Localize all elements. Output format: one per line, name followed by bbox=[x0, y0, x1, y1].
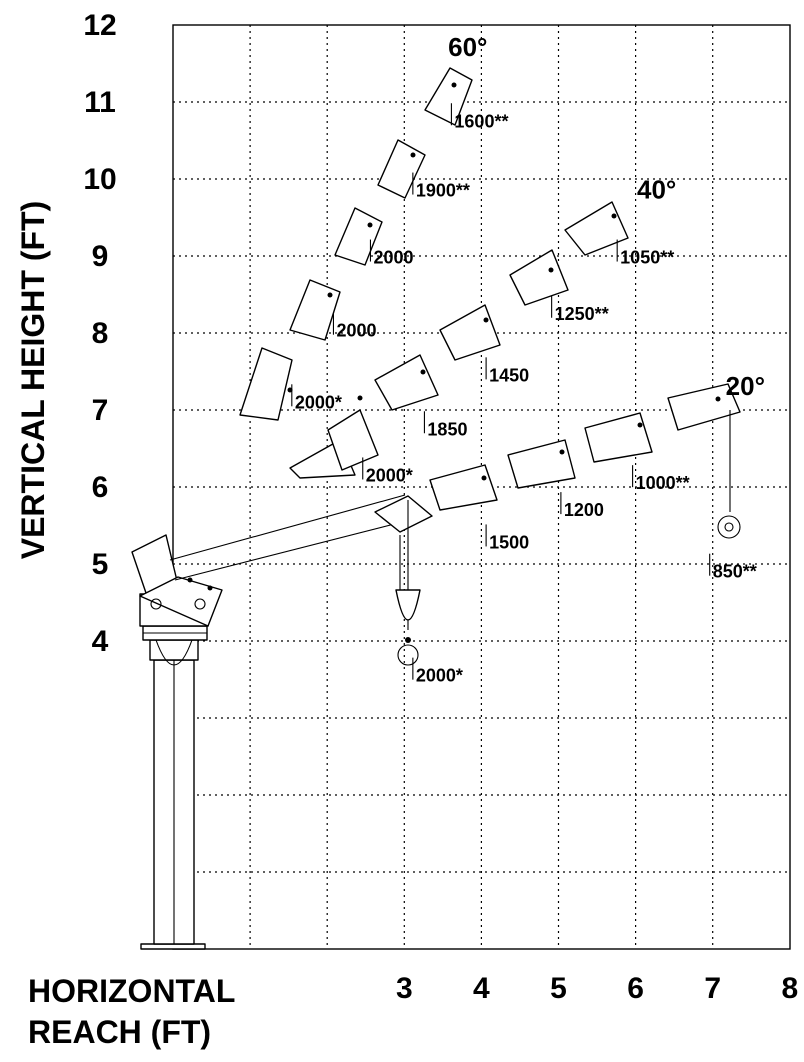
boom-angle-label: 20° bbox=[726, 371, 765, 401]
x-axis-title-line2: REACH (FT) bbox=[28, 1014, 211, 1050]
x-tick-label: 4 bbox=[473, 972, 490, 1005]
x-tick-label: 6 bbox=[627, 972, 644, 1005]
y-tick-label: 7 bbox=[92, 394, 109, 427]
y-tick-label: 12 bbox=[83, 9, 116, 42]
x-tick-labels: 3 4 5 6 7 8 bbox=[396, 972, 798, 1005]
y-axis-title: VERTICAL HEIGHT (FT) bbox=[15, 201, 51, 560]
y-tick-label: 11 bbox=[84, 86, 116, 119]
capacity-label: 2000* bbox=[295, 392, 342, 412]
x-tick-label: 7 bbox=[704, 972, 721, 1005]
boom-60-degree bbox=[239, 67, 473, 421]
x-tick-label: 5 bbox=[550, 972, 567, 1005]
crane-post bbox=[131, 534, 223, 950]
capacity-label: 1450 bbox=[489, 365, 529, 385]
x-tick-label: 3 bbox=[396, 972, 413, 1005]
y-tick-label: 9 bbox=[92, 240, 109, 273]
boom-angle-label: 60° bbox=[448, 32, 487, 62]
boom-40-degree bbox=[289, 201, 629, 479]
capacity-label: 2000* bbox=[416, 666, 463, 686]
x-tick-label: 8 bbox=[781, 972, 798, 1005]
capacity-label: 1600** bbox=[454, 111, 508, 131]
y-tick-label: 4 bbox=[92, 625, 109, 658]
y-tick-label: 6 bbox=[92, 471, 109, 504]
capacity-label: 850** bbox=[713, 562, 757, 582]
boom-angle-labels: 60° 40° 20° bbox=[448, 32, 765, 401]
capacity-label: 2000* bbox=[366, 465, 413, 485]
capacity-label: 1000** bbox=[636, 473, 690, 493]
capacity-label: 1900** bbox=[416, 181, 470, 201]
capacity-label: 2000 bbox=[373, 248, 413, 268]
y-tick-label: 10 bbox=[83, 163, 116, 196]
boom-20-degree bbox=[169, 383, 741, 666]
y-tick-label: 5 bbox=[92, 548, 109, 581]
y-tick-labels: 4 5 6 7 8 9 10 11 12 bbox=[83, 9, 116, 658]
capacity-label: 2000 bbox=[336, 321, 376, 341]
capacity-label: 1200 bbox=[564, 500, 604, 520]
capacity-label: 1500 bbox=[489, 532, 529, 552]
boom-angle-label: 40° bbox=[637, 175, 676, 205]
capacity-label: 1850 bbox=[427, 419, 467, 439]
grid-lines bbox=[173, 25, 790, 949]
x-axis-title-line1: HORIZONTAL bbox=[28, 973, 235, 1009]
capacity-labels: 1600** 1900** 2000 2000 2000* 1050** 1250** 145… bbox=[291, 103, 757, 686]
capacity-label: 1050** bbox=[620, 248, 674, 268]
capacity-label: 1250** bbox=[555, 304, 609, 324]
y-tick-label: 8 bbox=[92, 317, 109, 350]
